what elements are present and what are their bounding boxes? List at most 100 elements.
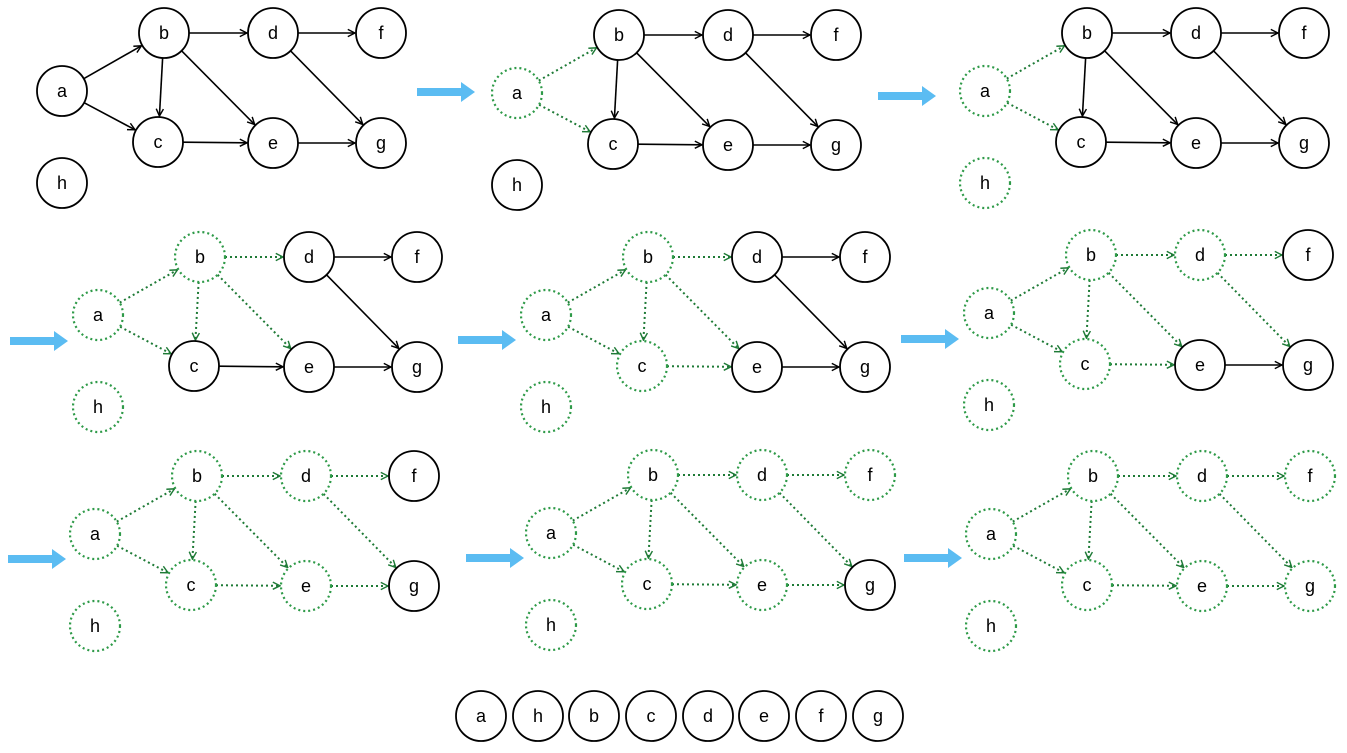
node-label: b <box>159 23 169 43</box>
edge-b-c <box>643 281 646 340</box>
edge-a-b <box>1012 487 1071 523</box>
node-label: h <box>512 175 522 195</box>
order-circle <box>568 690 620 742</box>
node-label: c <box>187 575 196 595</box>
node-b: b <box>170 449 224 503</box>
node-d: d <box>279 449 333 503</box>
edge-a-b <box>538 46 597 82</box>
node-label: d <box>1195 245 1205 265</box>
node-circle <box>68 507 122 561</box>
node-d: d <box>283 231 335 283</box>
order-label: g <box>873 706 883 726</box>
node-circle <box>164 558 218 612</box>
node-g: g <box>355 117 407 169</box>
edge-c-e <box>1109 364 1174 365</box>
order-cell-g: g <box>852 690 904 742</box>
edge-a-b <box>572 486 631 522</box>
edge-a-c <box>567 325 619 355</box>
edge-d-g <box>744 52 818 127</box>
node-d: d <box>1170 7 1222 59</box>
node-circle <box>958 64 1012 118</box>
node-label: a <box>512 83 523 103</box>
node-e: e <box>283 341 335 393</box>
node-label: b <box>192 466 202 486</box>
node-h: h <box>71 380 125 434</box>
node-a: a <box>519 288 573 342</box>
edge-a-b <box>116 487 175 523</box>
node-f: f <box>839 231 891 283</box>
node-label: a <box>57 81 68 101</box>
edge-b-c <box>1086 279 1089 338</box>
node-circle <box>1282 229 1334 281</box>
node-d: d <box>1173 228 1227 282</box>
node-circle <box>810 9 862 61</box>
node-h: h <box>964 599 1018 653</box>
order-cell-a: a <box>455 690 507 742</box>
edge-a-c <box>119 325 171 355</box>
node-circle <box>1282 339 1334 391</box>
node-circle <box>71 380 125 434</box>
edge-b-c <box>614 59 617 118</box>
edge-b-e <box>636 52 710 127</box>
node-circle <box>283 341 335 393</box>
node-f: f <box>1282 229 1334 281</box>
node-label: d <box>723 25 733 45</box>
order-circle <box>795 690 847 742</box>
node-circle <box>36 157 88 209</box>
step-arrow-icon <box>878 86 936 106</box>
edge-b-c <box>195 281 198 340</box>
edge-d-g <box>322 493 396 568</box>
node-f: f <box>1278 7 1330 59</box>
order-circle <box>512 690 564 742</box>
node-circle <box>839 341 891 393</box>
edge-d-g <box>778 492 852 567</box>
order-circle <box>738 690 790 742</box>
node-circle <box>490 66 544 120</box>
node-circle <box>843 448 897 502</box>
node-label: c <box>1081 354 1090 374</box>
step-arrow-icon <box>8 549 66 569</box>
edge-c-e <box>666 366 731 367</box>
node-circle <box>1278 117 1330 169</box>
step-arrow-icon <box>417 82 475 102</box>
node-label: c <box>190 356 199 376</box>
edge-b-e <box>1107 272 1182 347</box>
node-label: b <box>1086 245 1096 265</box>
node-label: f <box>1305 245 1311 265</box>
node-label: a <box>541 305 552 325</box>
node-circle <box>1174 339 1226 391</box>
order-cell-b: b <box>568 690 620 742</box>
node-circle <box>844 559 896 611</box>
node-circle <box>138 7 190 59</box>
edge-b-c <box>648 499 651 558</box>
node-circle <box>1064 228 1118 282</box>
order-cell-h: h <box>512 690 564 742</box>
node-b: b <box>1066 449 1120 503</box>
node-label: e <box>268 133 278 153</box>
node-d: d <box>731 231 783 283</box>
node-circle <box>519 380 573 434</box>
node-circle <box>702 119 754 171</box>
edge-b-c <box>1082 57 1085 116</box>
edge-b-c <box>159 57 162 116</box>
node-circle <box>283 231 335 283</box>
node-f: f <box>391 231 443 283</box>
node-label: h <box>984 395 994 415</box>
node-circle <box>388 450 440 502</box>
node-label: g <box>409 576 419 596</box>
node-a: a <box>958 64 1012 118</box>
node-c: c <box>587 118 639 170</box>
node-circle <box>731 341 783 393</box>
edge-b-e <box>216 274 291 349</box>
order-label: c <box>647 706 656 726</box>
node-label: b <box>643 247 653 267</box>
node-a: a <box>490 66 544 120</box>
node-label: f <box>862 247 868 267</box>
node-label: c <box>1083 575 1092 595</box>
node-label: g <box>412 357 422 377</box>
node-b: b <box>1064 228 1118 282</box>
order-cell-c: c <box>625 690 677 742</box>
node-d: d <box>1175 449 1229 503</box>
